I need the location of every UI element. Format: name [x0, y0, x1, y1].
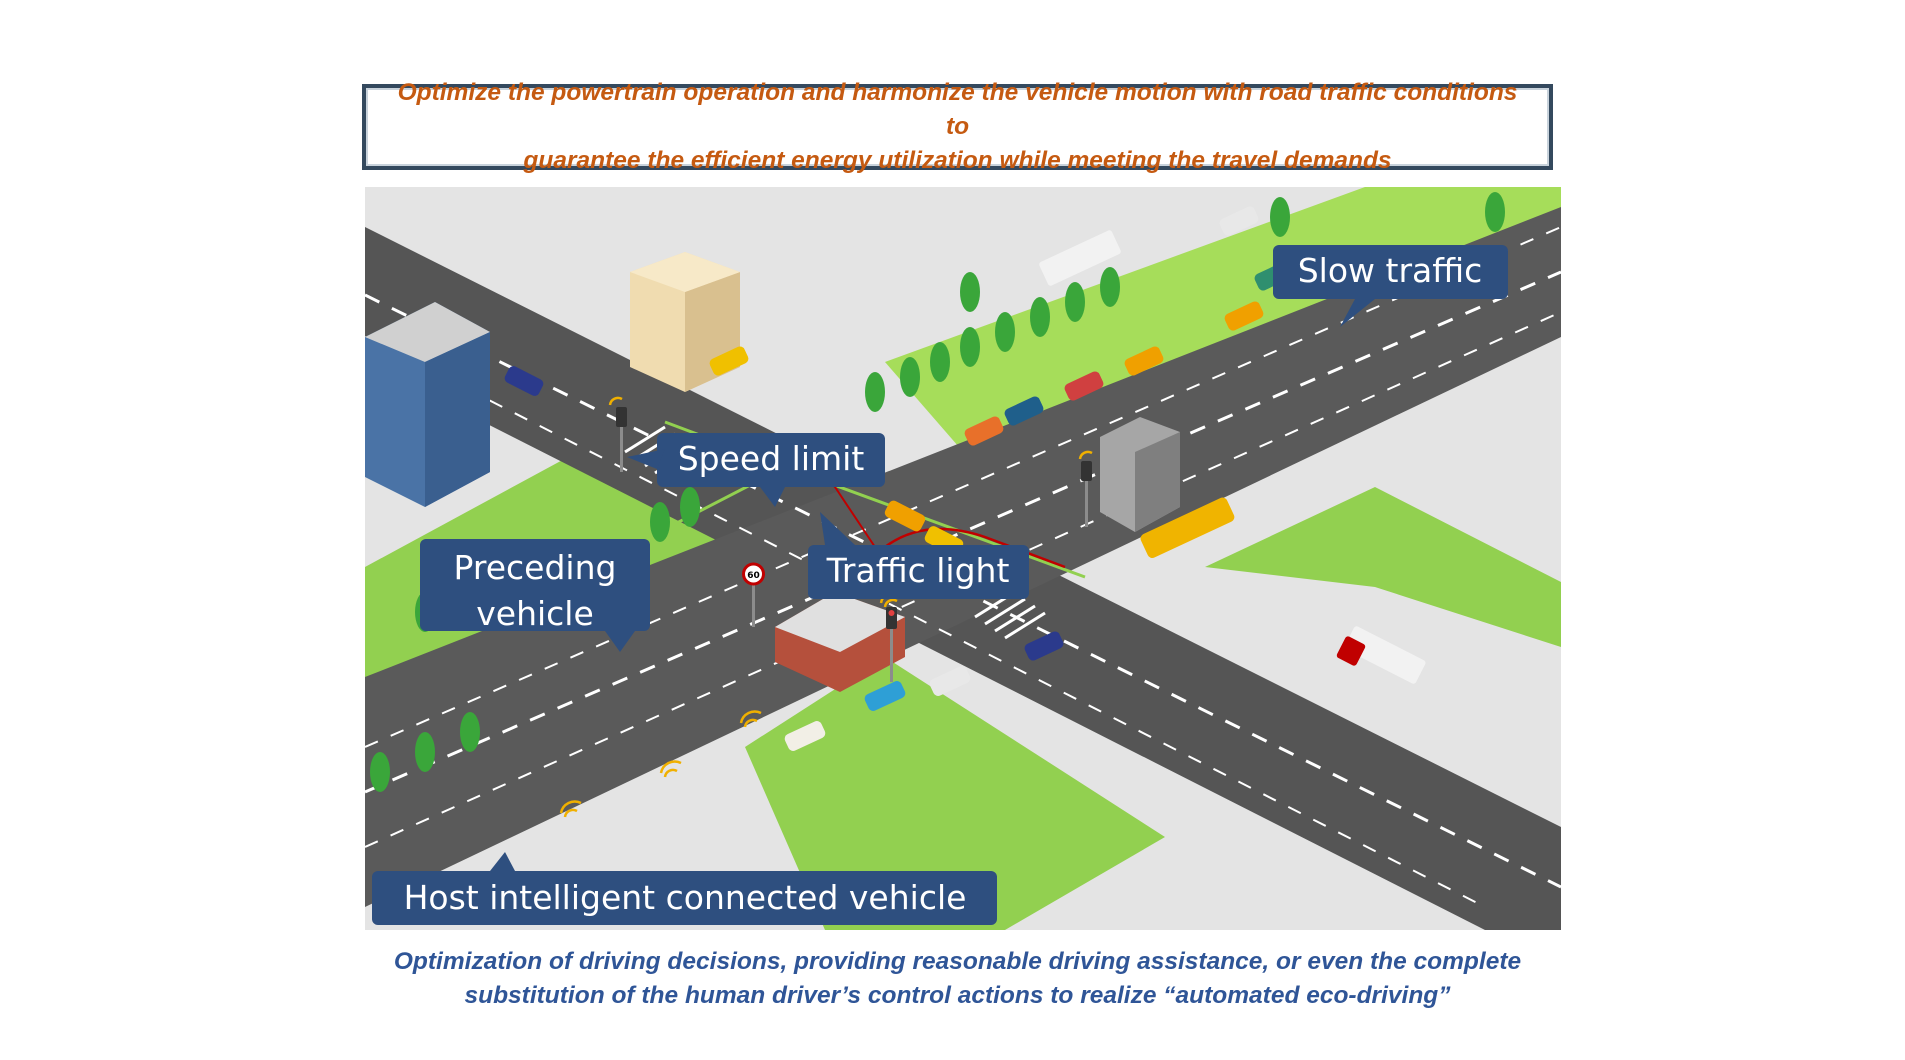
callout-traffic-light-label: Traffic light: [826, 551, 1010, 590]
building-brick-station: [775, 592, 905, 692]
traffic-scene-illustration: 60 Slow traffic Speed limit Preceding ve: [365, 187, 1561, 930]
callout-preceding-vehicle-line-2: vehicle: [476, 594, 594, 633]
caption: Optimization of driving decisions, provi…: [362, 945, 1553, 1013]
callout-slow-traffic-label: Slow traffic: [1298, 251, 1483, 290]
objective-line-1: Optimize the powertrain operation and ha…: [397, 79, 1518, 140]
objective-box: Optimize the powertrain operation and ha…: [362, 79, 1553, 174]
callout-preceding-vehicle-line-1: Preceding: [454, 548, 617, 587]
callout-host-vehicle: Host intelligent connected vehicle: [372, 852, 997, 925]
caption-line-2: substitution of the human driver’s contr…: [464, 982, 1451, 1009]
building-grey-house: [1100, 417, 1180, 532]
objective-text: Optimize the powertrain operation and ha…: [398, 76, 1518, 178]
callout-speed-limit-label: Speed limit: [678, 439, 865, 478]
speed-sign-value: 60: [747, 571, 760, 581]
traffic-light-northwest: [616, 407, 627, 472]
traffic-light-center: [886, 607, 897, 682]
building-blue-office: [365, 302, 490, 507]
callout-speed-limit: Speed limit: [627, 433, 885, 507]
grass-block-southeast: [1205, 487, 1561, 647]
callout-preceding-vehicle: Preceding vehicle: [420, 539, 650, 652]
caption-line-1: Optimization of driving decisions, provi…: [393, 948, 1522, 975]
speed-limit-sign: 60: [742, 562, 765, 627]
traffic-light-east: [1081, 461, 1092, 527]
objective-line-2: guarantee the efficient energy utilizati…: [523, 147, 1392, 174]
grass-block-south: [745, 657, 1165, 930]
callout-traffic-light: Traffic light: [808, 512, 1029, 599]
callout-host-vehicle-label: Host intelligent connected vehicle: [404, 878, 967, 917]
callout-slow-traffic: Slow traffic: [1273, 245, 1508, 327]
